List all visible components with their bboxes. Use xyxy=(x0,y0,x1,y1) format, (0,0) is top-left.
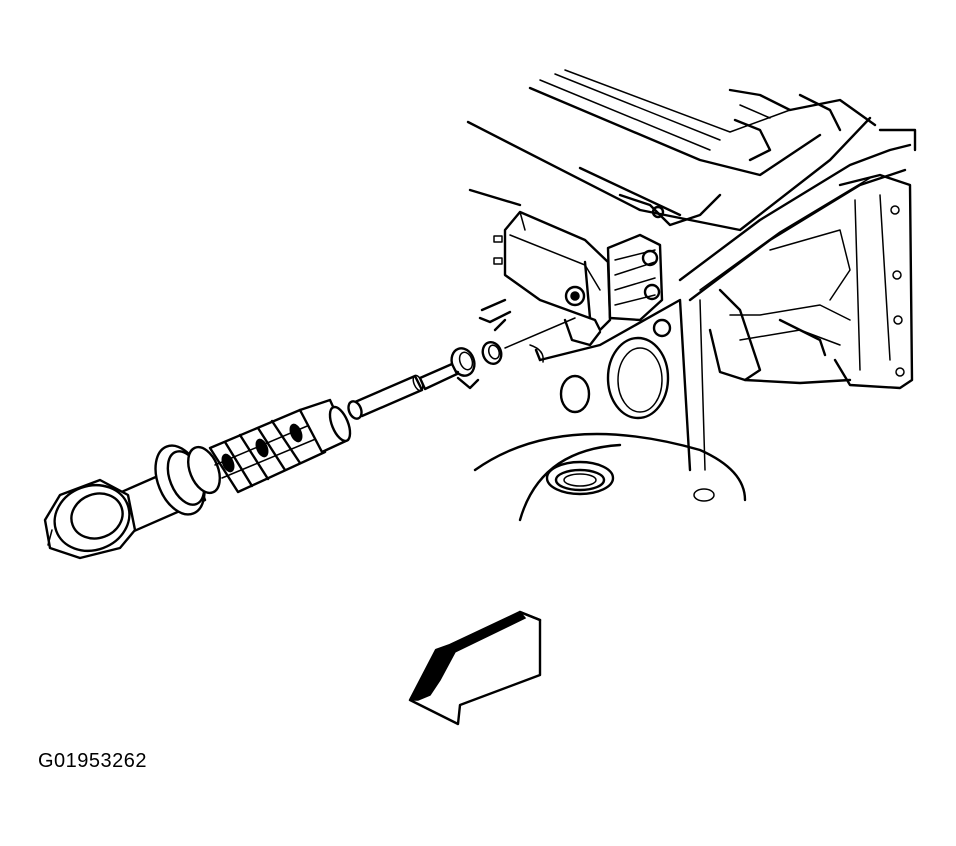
installation-centerline xyxy=(504,317,576,349)
front-direction-arrow-icon xyxy=(408,610,542,726)
floor-pan-arc xyxy=(473,432,747,522)
intermediate-shaft xyxy=(347,362,459,420)
steering-shaft-end-cap xyxy=(43,478,137,560)
control-module xyxy=(493,210,664,347)
steering-column-housing xyxy=(108,398,352,537)
figure-reference-code: G01953262 xyxy=(38,750,148,772)
retaining-pin xyxy=(478,298,512,332)
dash-panel xyxy=(529,298,706,472)
side-support-bracket xyxy=(708,173,914,390)
upper-body-frame xyxy=(466,69,917,302)
bushing xyxy=(481,341,503,365)
